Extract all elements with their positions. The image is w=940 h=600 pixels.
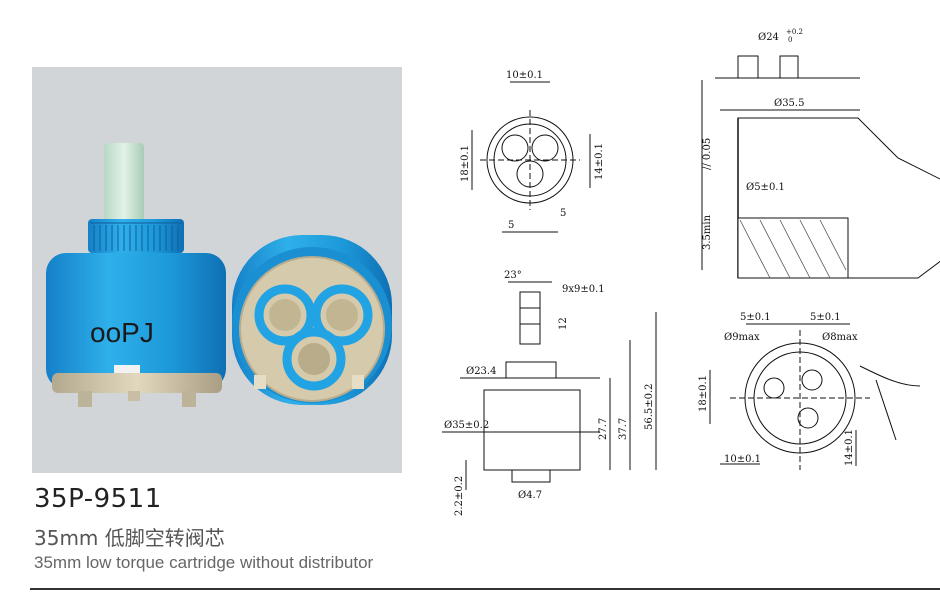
dim-sec-5: Ø5±0.1 [746, 182, 785, 193]
dim-side-22: 2.2±0.2 [454, 476, 465, 516]
dim-side-angle: 23° [504, 270, 522, 281]
dim-side-stem: 9x9±0.1 [562, 284, 605, 295]
top-view-drawing [471, 81, 591, 233]
dim-side-47: Ø4.7 [518, 490, 542, 501]
dim-side-377: 37.7 [618, 418, 629, 440]
side-view-drawing [442, 281, 657, 490]
section-view-drawing [701, 55, 940, 279]
dim-sec-flat: // 0.05 [702, 138, 713, 170]
dim-side-565: 56.5±0.2 [644, 383, 655, 430]
dim-bot-8: Ø8max [822, 332, 858, 343]
dim-bot-14: 14±0.1 [844, 429, 855, 466]
dim-bot-10: 10±0.1 [724, 454, 761, 465]
product-photo: ooPJ [32, 67, 402, 473]
cartridge-side [46, 143, 226, 407]
bottom-view-drawing [709, 323, 921, 470]
dim-top-18: 18±0.1 [460, 145, 471, 182]
dim-sec-tol: +0.2 [786, 28, 803, 36]
footer-rule [30, 588, 940, 590]
technical-drawing: 10±0.1 18±0.1 14±0.1 5 5 Ø24 +0.2 0 Ø35.… [442, 28, 940, 516]
dim-bot-9: Ø9max [724, 332, 760, 343]
product-model: 35P-9511 [34, 484, 162, 514]
dim-bot-5a: 5±0.1 [740, 312, 771, 323]
dim-top-5a: 5 [508, 220, 514, 231]
dim-side-277: 27.7 [598, 418, 609, 440]
dim-top-14: 14±0.1 [594, 143, 605, 180]
cartridge-bottom [232, 235, 392, 405]
dim-sec-24: Ø24 [758, 32, 779, 43]
dim-bot-5b: 5±0.1 [810, 312, 841, 323]
dim-side-stem-h: 12 [558, 317, 569, 330]
dim-top-10: 10±0.1 [506, 70, 543, 81]
dim-bot-18: 18±0.1 [698, 375, 709, 412]
dim-side-234: Ø23.4 [466, 366, 496, 377]
product-title-en: 35mm low torque cartridge without distri… [34, 553, 374, 572]
product-title-cn: 35mm 低脚空转阀芯 [34, 526, 225, 550]
dim-top-5b: 5 [560, 208, 566, 219]
dim-sec-35: Ø35.5 [774, 98, 804, 109]
brand-label: ooPJ [90, 317, 154, 348]
dim-sec-tol0: 0 [788, 36, 792, 44]
dim-side-35: Ø35±0.2 [444, 420, 489, 431]
cartridge-photo-illustration [46, 143, 392, 407]
dim-sec-min: 3.5min [702, 214, 713, 250]
